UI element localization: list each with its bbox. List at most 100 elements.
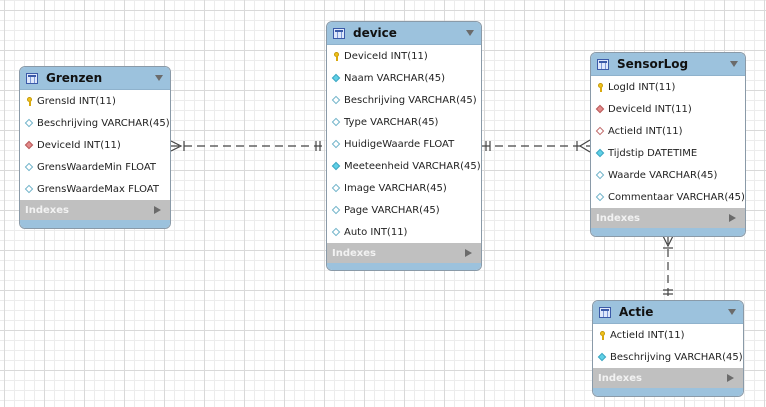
table-icon bbox=[597, 58, 609, 70]
column-label: Page VARCHAR(45) bbox=[344, 204, 440, 216]
column-row[interactable]: Page VARCHAR(45) bbox=[327, 199, 481, 221]
column-label: Commentaar VARCHAR(45) bbox=[608, 191, 745, 203]
column-icon bbox=[25, 119, 34, 128]
relationship-device-sensorlog[interactable] bbox=[482, 139, 591, 153]
table-icon bbox=[26, 72, 38, 84]
column-label: Auto INT(11) bbox=[344, 226, 408, 238]
column-row[interactable]: Meeteenheid VARCHAR(45) bbox=[327, 155, 481, 177]
indexes-section[interactable]: Indexes bbox=[20, 200, 170, 220]
column-row[interactable]: GrensId INT(11) bbox=[20, 90, 170, 112]
column-row[interactable]: Commentaar VARCHAR(45) bbox=[591, 186, 745, 208]
indexes-label: Indexes bbox=[332, 247, 376, 259]
column-row[interactable]: GrensWaardeMax FLOAT bbox=[20, 178, 170, 200]
table-header[interactable]: Grenzen bbox=[20, 67, 170, 90]
primary-key-icon bbox=[598, 330, 607, 340]
column-label: Beschrijving VARCHAR(45) bbox=[344, 94, 477, 106]
column-label: Image VARCHAR(45) bbox=[344, 182, 447, 194]
indexes-section[interactable]: Indexes bbox=[591, 208, 745, 228]
column-label: DeviceId INT(11) bbox=[608, 103, 692, 115]
column-label: Beschrijving VARCHAR(45) bbox=[610, 351, 743, 363]
table-title: SensorLog bbox=[617, 57, 689, 71]
column-row[interactable]: ActieId INT(11) bbox=[591, 120, 745, 142]
collapse-arrow-icon[interactable] bbox=[728, 309, 736, 315]
column-row[interactable]: DeviceId INT(11) bbox=[20, 134, 170, 156]
column-icon bbox=[25, 163, 34, 172]
relationship-grenzen-device[interactable] bbox=[170, 140, 326, 152]
primary-key-icon bbox=[25, 96, 34, 106]
column-icon bbox=[596, 171, 605, 180]
column-icon bbox=[332, 140, 341, 149]
indexes-label: Indexes bbox=[25, 204, 69, 216]
foreign-key-icon bbox=[596, 105, 605, 114]
column-label: HuidigeWaarde FLOAT bbox=[344, 138, 455, 150]
column-label: GrensWaardeMin FLOAT bbox=[37, 161, 157, 173]
column-label: DeviceId INT(11) bbox=[344, 50, 428, 62]
column-label: Meeteenheid VARCHAR(45) bbox=[344, 160, 481, 172]
expand-arrow-icon[interactable] bbox=[465, 249, 472, 257]
column-row[interactable]: Beschrijving VARCHAR(45) bbox=[327, 89, 481, 111]
column-label: LogId INT(11) bbox=[608, 81, 676, 93]
column-row[interactable]: Beschrijving VARCHAR(45) bbox=[20, 112, 170, 134]
column-label: Tijdstip DATETIME bbox=[608, 147, 698, 159]
not-null-column-icon bbox=[332, 74, 341, 83]
column-label: ActieId INT(11) bbox=[610, 329, 685, 341]
column-row[interactable]: DeviceId INT(11) bbox=[591, 98, 745, 120]
table-title: Actie bbox=[619, 305, 654, 319]
collapse-arrow-icon[interactable] bbox=[730, 61, 738, 67]
column-label: Waarde VARCHAR(45) bbox=[608, 169, 718, 181]
table-title: device bbox=[353, 26, 397, 40]
table-footer bbox=[593, 388, 743, 396]
column-label: GrensWaardeMax FLOAT bbox=[37, 183, 159, 195]
column-icon bbox=[25, 185, 34, 194]
indexes-section[interactable]: Indexes bbox=[593, 368, 743, 388]
column-label: Naam VARCHAR(45) bbox=[344, 72, 445, 84]
column-label: GrensId INT(11) bbox=[37, 95, 116, 107]
column-row[interactable]: GrensWaardeMin FLOAT bbox=[20, 156, 170, 178]
not-null-column-icon bbox=[596, 149, 605, 158]
table-header[interactable]: SensorLog bbox=[591, 53, 745, 76]
table-icon bbox=[599, 306, 611, 318]
table-title: Grenzen bbox=[46, 71, 103, 85]
column-row[interactable]: Waarde VARCHAR(45) bbox=[591, 164, 745, 186]
foreign-key-icon bbox=[25, 141, 34, 150]
expand-arrow-icon[interactable] bbox=[154, 206, 161, 214]
column-row[interactable]: LogId INT(11) bbox=[591, 76, 745, 98]
indexes-section[interactable]: Indexes bbox=[327, 243, 481, 263]
indexes-label: Indexes bbox=[598, 372, 642, 384]
expand-arrow-icon[interactable] bbox=[729, 214, 736, 222]
column-row[interactable]: Type VARCHAR(45) bbox=[327, 111, 481, 133]
not-null-column-icon bbox=[332, 162, 341, 171]
column-row[interactable]: Auto INT(11) bbox=[327, 221, 481, 243]
table-device[interactable]: device DeviceId INT(11) Naam VARCHAR(45)… bbox=[326, 21, 482, 271]
table-header[interactable]: device bbox=[327, 22, 481, 45]
primary-key-icon bbox=[596, 82, 605, 92]
table-actie[interactable]: Actie ActieId INT(11) Beschrijving VARCH… bbox=[592, 300, 744, 397]
column-row[interactable]: Tijdstip DATETIME bbox=[591, 142, 745, 164]
expand-arrow-icon[interactable] bbox=[727, 374, 734, 382]
indexes-label: Indexes bbox=[596, 212, 640, 224]
column-row[interactable]: Beschrijving VARCHAR(45) bbox=[593, 346, 743, 368]
column-icon bbox=[332, 184, 341, 193]
relationship-sensorlog-actie[interactable] bbox=[662, 235, 674, 300]
column-row[interactable]: HuidigeWaarde FLOAT bbox=[327, 133, 481, 155]
column-row[interactable]: ActieId INT(11) bbox=[593, 324, 743, 346]
table-header[interactable]: Actie bbox=[593, 301, 743, 324]
column-row[interactable]: Naam VARCHAR(45) bbox=[327, 67, 481, 89]
not-null-column-icon bbox=[598, 353, 607, 362]
column-row[interactable]: DeviceId INT(11) bbox=[327, 45, 481, 67]
collapse-arrow-icon[interactable] bbox=[155, 75, 163, 81]
column-label: Beschrijving VARCHAR(45) bbox=[37, 117, 170, 129]
column-icon bbox=[332, 206, 341, 215]
collapse-arrow-icon[interactable] bbox=[466, 30, 474, 36]
column-label: Type VARCHAR(45) bbox=[344, 116, 439, 128]
column-icon bbox=[596, 193, 605, 202]
table-sensorlog[interactable]: SensorLog LogId INT(11) DeviceId INT(11)… bbox=[590, 52, 746, 237]
column-label: ActieId INT(11) bbox=[608, 125, 683, 137]
column-icon bbox=[332, 118, 341, 127]
nullable-foreign-key-icon bbox=[596, 127, 605, 136]
table-icon bbox=[333, 27, 345, 39]
column-row[interactable]: Image VARCHAR(45) bbox=[327, 177, 481, 199]
table-grenzen[interactable]: Grenzen GrensId INT(11) Beschrijving VAR… bbox=[19, 66, 171, 229]
table-footer bbox=[20, 220, 170, 228]
